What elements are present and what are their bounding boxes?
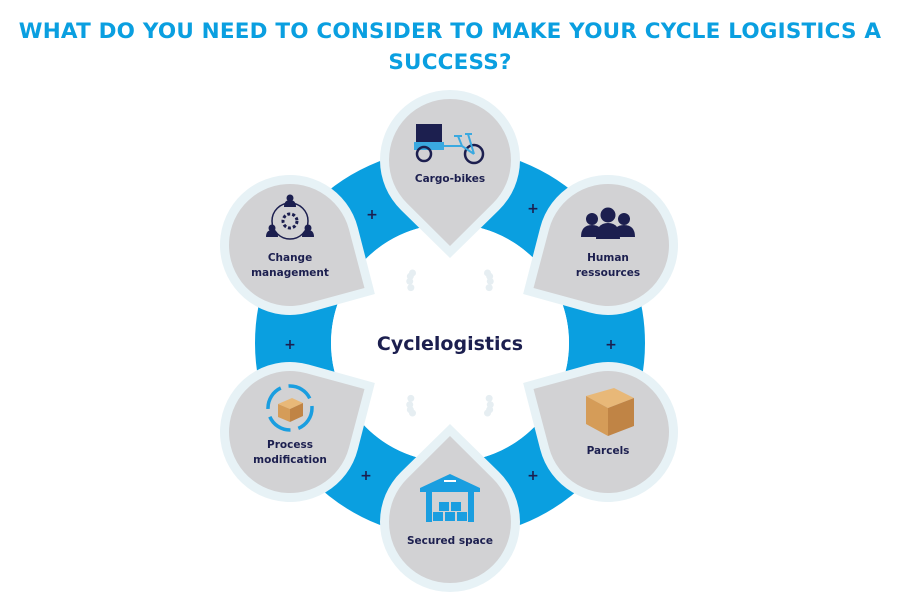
warehouse-icon <box>420 474 480 522</box>
node-process-modification: Process modification <box>220 362 375 502</box>
node-shape <box>229 371 365 493</box>
node-label: Cargo-bikes <box>415 173 485 185</box>
plus-connector: + <box>360 468 372 484</box>
node-parcels: Parcels <box>523 362 678 502</box>
node-label: ressources <box>576 267 640 279</box>
plus-connector: + <box>527 468 539 484</box>
node-label: Change <box>268 252 312 264</box>
dot <box>485 284 493 292</box>
cargo-bike-icon <box>414 124 485 165</box>
dot <box>407 394 415 402</box>
decorative-dots <box>406 269 494 417</box>
node-label: Process <box>267 439 313 451</box>
plus-connector: + <box>366 207 378 223</box>
page-title: WHAT DO YOU NEED TO CONSIDER TO MAKE YOU… <box>0 16 900 78</box>
node-cargo-bikes: Cargo-bikes <box>380 90 520 258</box>
center-label: Cyclelogistics <box>377 333 523 355</box>
cycle-box-icon <box>266 384 314 432</box>
dot <box>486 277 494 285</box>
node-label: modification <box>253 454 327 466</box>
node-change-management: Change management <box>220 175 375 315</box>
node-label: Human <box>587 252 629 264</box>
dot <box>407 284 415 292</box>
node-shape <box>389 436 511 583</box>
node-human-ressources: Human ressources <box>523 175 678 315</box>
node-label: Secured space <box>407 535 493 547</box>
dot <box>406 277 414 285</box>
dot <box>485 394 493 402</box>
node-secured-space: Secured space <box>380 424 520 592</box>
team-gear-icon <box>266 194 314 240</box>
parcel-box-icon <box>586 388 634 436</box>
plus-connector: + <box>284 337 296 353</box>
node-shape <box>229 184 365 306</box>
title-line-1: WHAT DO YOU NEED TO CONSIDER TO MAKE YOU… <box>18 19 882 44</box>
center-disc <box>331 224 569 462</box>
plus-connector: + <box>527 201 539 217</box>
title-line-2: SUCCESS? <box>388 50 512 75</box>
node-label: management <box>251 267 329 279</box>
plus-connector: + <box>605 337 617 353</box>
node-label: Parcels <box>587 445 630 457</box>
dot <box>486 401 494 409</box>
node-shape <box>533 184 669 306</box>
dot <box>406 401 414 409</box>
people-group-icon <box>581 207 635 239</box>
